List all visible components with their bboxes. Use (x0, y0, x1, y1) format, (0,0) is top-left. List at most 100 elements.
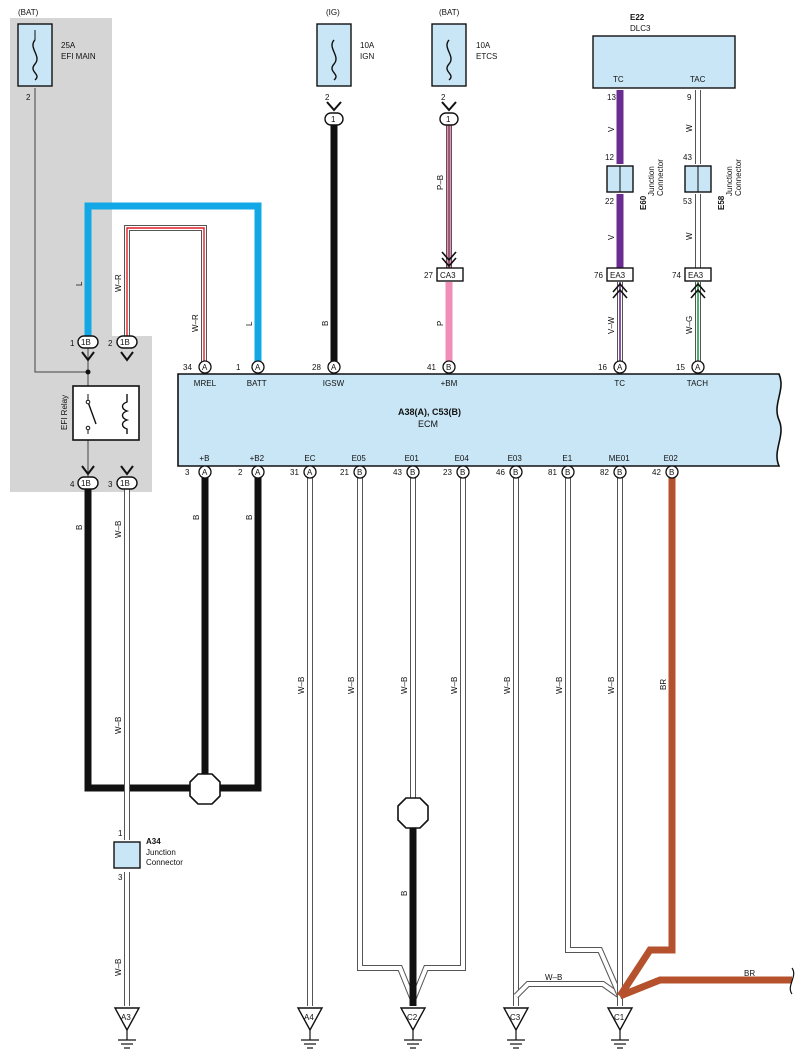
svg-text:3: 3 (108, 480, 113, 489)
svg-text:1B: 1B (81, 479, 91, 488)
wire-black-plusb-loop (84, 476, 262, 792)
svg-text:W: W (685, 232, 694, 240)
ground-c1: C1 (606, 1007, 634, 1049)
svg-text:P: P (436, 321, 445, 326)
svg-text:(IG): (IG) (326, 8, 340, 17)
svg-text:W–B: W–B (607, 677, 616, 694)
svg-text:9: 9 (687, 93, 692, 102)
ecm-pin-conn: B (565, 468, 570, 477)
wire-brown-e02 (617, 476, 792, 1000)
svg-text:10A: 10A (360, 41, 375, 50)
ecm-pin-label: MREL (194, 379, 217, 388)
svg-text:Junction: Junction (647, 166, 656, 196)
svg-text:W–B: W–B (400, 677, 409, 694)
splice-e01 (397, 797, 429, 829)
ecm-pin-label: E03 (508, 454, 523, 463)
svg-text:(BAT): (BAT) (18, 8, 39, 17)
svg-text:EA3: EA3 (688, 271, 704, 280)
relay-pin-2: 2 1B (108, 335, 138, 362)
ecm-pin-num: 2 (238, 468, 243, 477)
svg-text:Connector: Connector (734, 159, 743, 196)
ecm-pin-num: 42 (652, 468, 661, 477)
ecm-pin-label: +B2 (250, 454, 265, 463)
junction-e58: 43 53 E58 Junction Connector (683, 153, 743, 210)
ecm-pin-num: 43 (393, 468, 402, 477)
ecm-pin-bm: B41+BM (427, 360, 458, 388)
conn-ca3: CA3 27 (424, 251, 464, 282)
svg-text:1: 1 (446, 115, 451, 124)
ecm-pin-label: E1 (562, 454, 572, 463)
svg-text:W–R: W–R (114, 274, 123, 292)
svg-text:EFI MAIN: EFI MAIN (61, 52, 96, 61)
fuse-ign: (IG) 10A IGN 2 (316, 8, 375, 102)
svg-text:W–B: W–B (555, 677, 564, 694)
conn-ea3-tac: EA3 74 (672, 267, 712, 299)
svg-text:W–B: W–B (545, 973, 562, 982)
ecm-pin-label: IGSW (323, 379, 345, 388)
svg-text:1: 1 (70, 339, 75, 348)
wire-efi-main-feed (34, 88, 88, 373)
svg-text:1B: 1B (120, 479, 130, 488)
conn-etcs-1: 1 (439, 101, 459, 126)
svg-text:74: 74 (672, 271, 681, 280)
svg-text:W–B: W–B (114, 521, 123, 538)
ecm-unit: A38(A), C53(B) ECM (177, 373, 782, 467)
ecm-pin-num: 46 (496, 468, 505, 477)
ground-label: C2 (407, 1013, 418, 1022)
ecm-pin-e1: E1B 81 (548, 454, 575, 479)
ecm-pin-label: EC (304, 454, 315, 463)
conn-ign-1: 1 (324, 101, 344, 126)
ecm-pin-num: 23 (443, 468, 452, 477)
ecm-pin-num: 82 (600, 468, 609, 477)
svg-text:43: 43 (683, 153, 692, 162)
svg-text:CA3: CA3 (440, 271, 456, 280)
svg-text:Junction: Junction (146, 848, 176, 857)
wire-wb-e03 (513, 476, 622, 1006)
svg-text:Connector: Connector (656, 159, 665, 196)
svg-text:27: 27 (424, 271, 433, 280)
svg-text:Connector: Connector (146, 858, 183, 867)
conn-ea3-tc: EA3 76 (594, 267, 634, 299)
svg-text:2: 2 (108, 339, 113, 348)
svg-text:1B: 1B (120, 338, 130, 347)
svg-text:B: B (321, 321, 330, 326)
ground-c3: C3 (502, 1007, 530, 1049)
wire-blue-batt (84, 202, 262, 362)
ground-a4: A4 (296, 1007, 324, 1049)
ecm-pin-conn: B (460, 468, 465, 477)
svg-text:1: 1 (331, 115, 336, 124)
svg-text:V: V (607, 234, 616, 240)
ecm-pin-num: 16 (598, 363, 607, 372)
ecm-pin-label: TACH (687, 379, 708, 388)
ecm-pin-num: 28 (312, 363, 321, 372)
svg-text:E60: E60 (639, 195, 648, 210)
ecm-pin-label: +BM (441, 379, 458, 388)
ecm-pin-num: 81 (548, 468, 557, 477)
ground-a3: A3 (113, 1007, 141, 1049)
svg-text:53: 53 (683, 197, 692, 206)
ecm-pin-num: 3 (185, 468, 190, 477)
ecm-pin-num: 41 (427, 363, 436, 372)
svg-text:TC: TC (613, 75, 624, 84)
svg-text:B: B (75, 525, 84, 530)
ecm-pin-conn: A (202, 468, 208, 477)
relay-pin-1: 1 1B (70, 335, 99, 362)
svg-text:BR: BR (744, 969, 755, 978)
svg-text:W–B: W–B (347, 677, 356, 694)
svg-text:76: 76 (594, 271, 603, 280)
svg-text:L: L (245, 321, 254, 326)
wire-wb-e05-e04 (357, 476, 466, 1002)
svg-text:25A: 25A (61, 41, 76, 50)
fuse-etcs: (BAT) 10A ETCS 2 (431, 8, 497, 102)
svg-text:B: B (245, 515, 254, 520)
wire-wr-mrel (124, 225, 207, 362)
svg-text:E58: E58 (717, 195, 726, 210)
wire-wb-e1-me01 (565, 476, 623, 1006)
